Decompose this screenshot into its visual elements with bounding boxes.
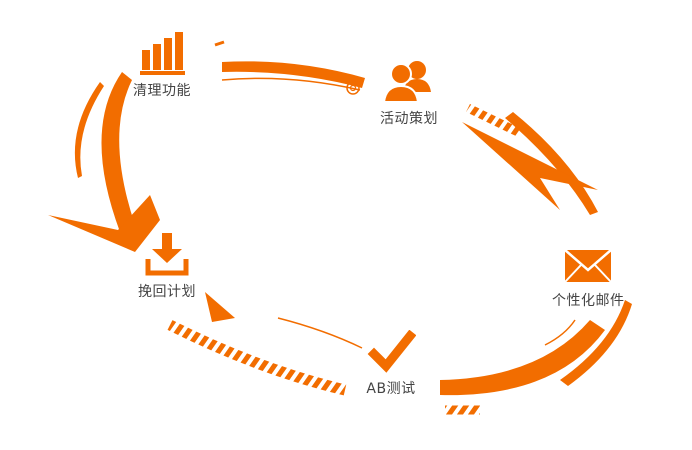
- node-label: AB测试: [366, 381, 416, 397]
- envelope-icon: [559, 246, 617, 286]
- arc-recall-to-abtest: [167, 292, 363, 396]
- node-label: 挽回计划: [138, 284, 196, 300]
- bar-chart-icon: [136, 30, 188, 76]
- arc-email-to-campaign: [462, 103, 598, 215]
- arc-abtest-to-email: [440, 300, 632, 415]
- download-icon: [142, 231, 192, 277]
- node-recall-plan: 挽回计划: [138, 231, 196, 301]
- node-campaign: 活动策划: [380, 58, 438, 128]
- users-icon: [381, 58, 437, 104]
- node-label: 清理功能: [133, 83, 191, 99]
- node-ab-test: AB测试: [366, 330, 416, 398]
- node-label: 个性化邮件: [552, 293, 625, 309]
- arc-cleanup-to-recall: [48, 72, 160, 252]
- node-personalized-email: 个性化邮件: [552, 246, 625, 310]
- checkmark-icon: [366, 330, 416, 374]
- arc-cleanup-to-campaign: [214, 40, 365, 95]
- node-label: 活动策划: [380, 111, 438, 127]
- node-cleanup: 清理功能: [133, 30, 191, 100]
